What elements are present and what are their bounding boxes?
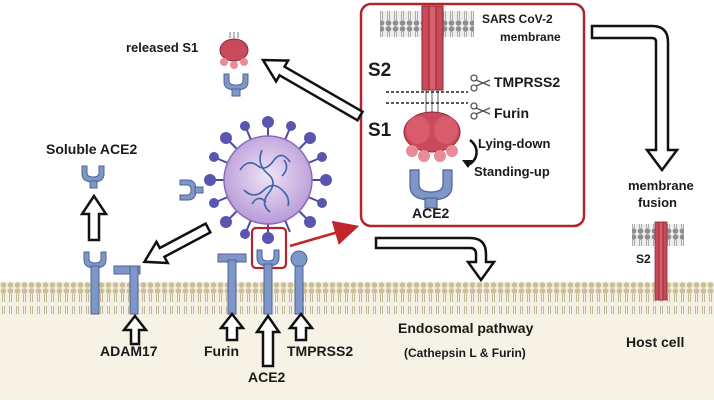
ace2-receptor-inset	[409, 169, 453, 209]
label-ace2: ACE2	[248, 369, 286, 385]
label-endosomal-pathway: Endosomal pathway	[398, 320, 534, 336]
label-furin-inset: Furin	[494, 105, 529, 121]
host-cell-membrane	[0, 282, 714, 314]
label-s2: S2	[368, 60, 392, 81]
label-released-s1: released S1	[126, 40, 199, 55]
label-soluble-ace2: Soluble ACE2	[46, 141, 138, 157]
ace2-receptor-left	[83, 251, 107, 315]
s1-head	[403, 111, 461, 162]
adam17-protein	[113, 265, 141, 315]
label-host-cell: Host cell	[626, 334, 685, 350]
arrow-up-ace2	[254, 313, 282, 368]
label-fusion: fusion	[638, 195, 677, 210]
label-s1: S1	[368, 120, 392, 141]
virion-bound-ace2	[179, 179, 204, 201]
label-membrane: membrane	[628, 178, 694, 193]
label-endosomal-enzymes: (Cathepsin L & Furin)	[404, 346, 526, 360]
label-lying-down: Lying-down	[478, 136, 551, 151]
arrow-membrane-fusion	[590, 24, 680, 173]
label-ace2-inset: ACE2	[412, 205, 450, 221]
label-sars-cov2: SARS CoV-2	[482, 12, 553, 26]
label-tmprss2-inset: TMPRSS2	[494, 74, 561, 90]
soluble-ace2	[81, 165, 105, 189]
tmprss2-protein	[290, 250, 308, 315]
label-s2-fused: S2	[636, 252, 651, 266]
arrow-to-adam17	[142, 221, 213, 265]
arrow-up-soluble	[79, 193, 109, 242]
label-viral-membrane: membrane	[500, 30, 561, 44]
scissors-icon	[470, 102, 491, 120]
arrow-up-adam17	[121, 313, 149, 346]
label-tmprss2: TMPRSS2	[287, 343, 354, 359]
label-furin: Furin	[204, 343, 239, 359]
label-standing-up: Standing-up	[474, 164, 550, 179]
virion	[204, 116, 332, 244]
red-zoom-arrow	[289, 220, 360, 248]
arrow-to-released-s1	[260, 58, 365, 123]
s2-stalk	[421, 5, 444, 112]
scissors-icon	[470, 74, 491, 92]
released-s1	[219, 32, 249, 69]
arrow-endosomal	[374, 236, 497, 283]
s2-fused	[654, 221, 668, 301]
arrow-up-furin	[218, 311, 246, 342]
released-ace2	[223, 73, 249, 97]
arrow-up-tmprss2	[287, 311, 315, 342]
host-cytoplasm	[0, 314, 714, 400]
label-adam17: ADAM17	[100, 343, 158, 359]
